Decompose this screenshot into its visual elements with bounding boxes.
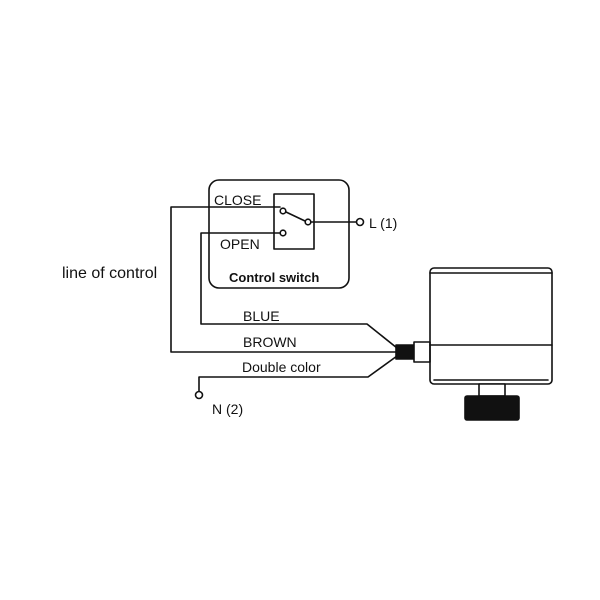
neutral-terminal-label: N (2) xyxy=(212,401,244,417)
valve-coupling xyxy=(464,395,520,421)
common-contact xyxy=(304,218,312,226)
live-terminal-label: L (1) xyxy=(369,215,398,231)
line-of-control-label: line of control xyxy=(62,265,158,282)
control-switch-label: Control switch xyxy=(229,270,320,285)
brown-wire-label: BROWN xyxy=(243,334,297,350)
close-wire xyxy=(170,206,401,353)
actuator-body xyxy=(429,267,553,385)
live-terminal xyxy=(355,217,365,227)
actuator-shaft xyxy=(478,383,506,397)
close-contact xyxy=(279,207,287,215)
neutral-terminal xyxy=(194,390,204,400)
open-contact xyxy=(279,229,287,237)
open-label: OPEN xyxy=(220,236,260,252)
switch-blade xyxy=(285,211,306,222)
cable-gland xyxy=(395,344,415,360)
blue-wire-label: BLUE xyxy=(243,308,280,324)
close-label: CLOSE xyxy=(214,192,262,208)
double-color-wire-label: Double color xyxy=(242,359,321,375)
open-wire xyxy=(200,232,398,349)
control-switch-enclosure xyxy=(208,179,350,289)
neutral-wire xyxy=(198,355,398,393)
cable-gland-collar xyxy=(413,341,431,363)
